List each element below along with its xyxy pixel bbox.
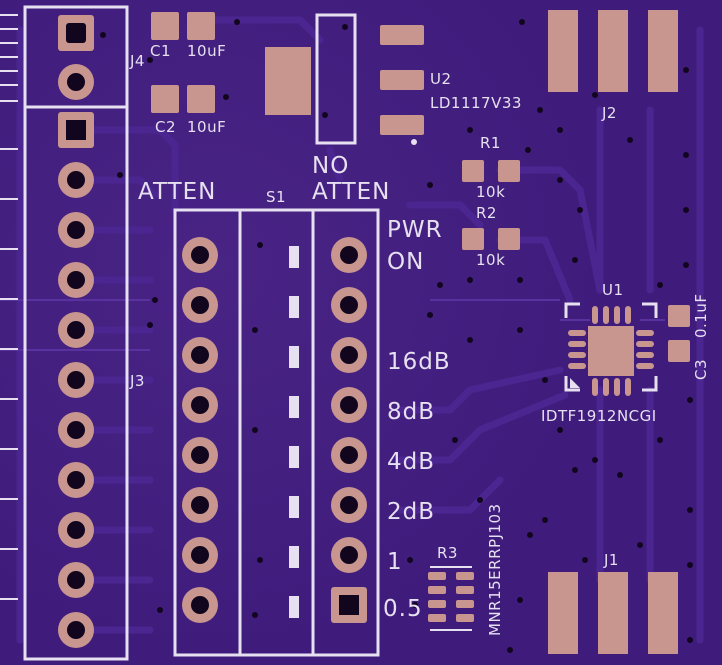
j1-pads <box>548 572 678 654</box>
step-1: 1 <box>387 549 403 575</box>
j4-label: J4 <box>130 52 145 70</box>
edge-pin-ticks <box>0 14 18 600</box>
u2-pads <box>380 25 424 135</box>
u2-tab-pad <box>265 47 311 115</box>
s1-switch-marks <box>289 246 299 618</box>
c1-pads <box>151 12 215 40</box>
on-label: ON <box>387 249 425 275</box>
no-atten-label: ATTEN <box>312 179 391 205</box>
r3-label: R3 <box>437 544 458 562</box>
r2-label: R2 <box>476 204 497 222</box>
r2-value: 10k <box>476 251 506 269</box>
r3-part: MNR15ERRPJ103 <box>486 503 504 636</box>
c2-label: C2 <box>155 118 177 136</box>
c3-label: C3 <box>692 358 710 380</box>
r3-pads <box>428 572 474 622</box>
u2-label: U2 <box>430 70 452 88</box>
u1-part: IDTF1912NCGI <box>541 407 657 425</box>
c2-value: 10uF <box>187 118 227 136</box>
j3-pads <box>58 112 94 648</box>
atten-label: ATTEN <box>138 179 217 205</box>
r2-pads <box>462 228 520 250</box>
r1-label: R1 <box>480 134 501 152</box>
step-8db: 8dB <box>387 399 436 425</box>
j3-label: J3 <box>130 372 145 390</box>
step-0-5: 0.5 <box>383 596 423 622</box>
u1-label: U1 <box>602 281 624 299</box>
s1-right-pads <box>331 237 367 623</box>
u2-outline <box>315 13 357 145</box>
step-16db: 16dB <box>387 349 451 375</box>
j2-label: J2 <box>602 104 617 122</box>
c3-pads <box>668 305 690 362</box>
pwr-label: PWR <box>387 217 443 243</box>
s1-outline <box>173 208 380 657</box>
u1-package <box>564 302 658 396</box>
j2-pads <box>548 10 678 92</box>
vias <box>100 19 693 653</box>
c2-pads <box>151 85 215 113</box>
j3-outline <box>23 105 129 661</box>
step-4db: 4dB <box>387 449 436 475</box>
u2-part: LD1117V33 <box>430 94 522 112</box>
c3-value: 0.1uF <box>692 293 710 339</box>
s1-label: S1 <box>266 188 287 206</box>
step-2db: 2dB <box>387 499 436 525</box>
c1-label: C1 <box>150 42 172 60</box>
j4-pads <box>58 15 94 100</box>
r1-value: 10k <box>476 183 506 201</box>
no-label: NO <box>312 153 350 179</box>
r1-pads <box>462 160 520 182</box>
s1-left-pads <box>182 237 218 623</box>
c1-value: 10uF <box>187 42 227 60</box>
j1-label: J1 <box>604 551 619 569</box>
